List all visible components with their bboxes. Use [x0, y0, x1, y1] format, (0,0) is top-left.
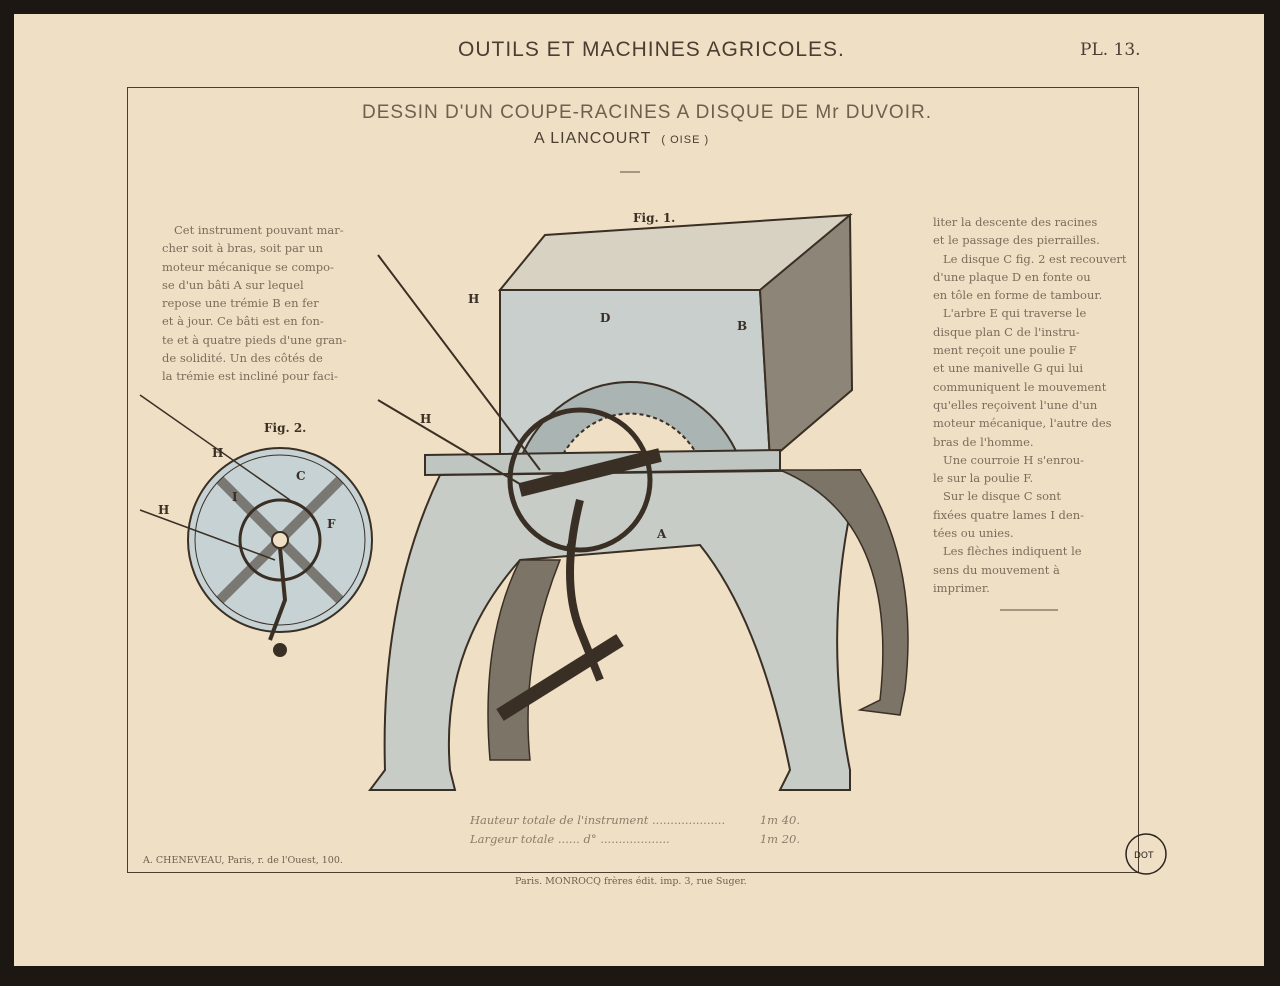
- left-description: Cet instrument pouvant mar- cher soit à …: [162, 221, 377, 386]
- label-g: G: [566, 540, 577, 554]
- text-line: et une manivelle G qui lui: [933, 361, 1084, 376]
- text-line: Une courroie H s'enrou-: [943, 452, 1085, 467]
- text-line: le sur la poulie F.: [933, 471, 1034, 486]
- publisher-credit: Paris. MONROCQ frères édit. imp. 3, rue …: [515, 876, 747, 887]
- dimension-label: Largeur totale ...... d° ...............…: [470, 832, 670, 846]
- text-line: repose une trémie B en fer: [162, 296, 319, 311]
- dimension-height: Hauteur totale de l'instrument .........…: [470, 811, 800, 830]
- text-line: et à jour. Ce bâti est en fon-: [162, 314, 324, 329]
- stamp-text: DOT: [1134, 851, 1154, 861]
- text-line: tées ou unies.: [933, 526, 1014, 541]
- label-d: D: [600, 311, 611, 325]
- text-line: ment reçoit une poulie F: [933, 343, 1077, 358]
- text-line: d'une plaque D en fonte ou: [933, 269, 1091, 284]
- text-line: qu'elles reçoivent l'une d'un: [933, 397, 1098, 412]
- plate-title: DESSIN D'UN COUPE-RACINES A DISQUE DE Mr…: [362, 102, 932, 123]
- text-line: cher soit à bras, soit par un: [162, 241, 323, 256]
- text-line: disque plan C de l'instru-: [933, 324, 1080, 339]
- library-stamp: DOT: [1125, 833, 1167, 875]
- department: ( OISE ): [661, 134, 710, 146]
- text-line: Cet instrument pouvant mar-: [174, 223, 344, 237]
- text-line: te et à quatre pieds d'une gran-: [162, 332, 347, 347]
- label-b: B: [737, 319, 748, 333]
- plate-frame: [127, 87, 1139, 873]
- label-h-fig2: H: [212, 446, 224, 460]
- text-line: moteur mécanique se compo-: [162, 259, 334, 274]
- text-line: liter la descente des racines: [933, 215, 1098, 229]
- text-line: se d'un bâti A sur lequel: [162, 277, 304, 292]
- text-line: de solidité. Un des côtés de: [162, 351, 323, 366]
- dimension-value: 1m 40.: [759, 813, 800, 827]
- plate-subtitle: A LIANCOURT ( OISE ): [534, 130, 709, 148]
- label-h-2: H: [420, 412, 432, 426]
- label-f: F: [327, 517, 336, 531]
- fig1-caption: Fig. 1.: [633, 211, 676, 225]
- label-e: E: [524, 481, 534, 495]
- text-line: et le passage des pierrailles.: [933, 233, 1100, 248]
- label-i: I: [232, 490, 238, 504]
- fig1-machine-drawing: [368, 212, 909, 791]
- series-title: OUTILS ET MACHINES AGRICOLES.: [458, 38, 845, 61]
- engraver-credit: A. CHENEVEAU, Paris, r. de l'Ouest, 100.: [143, 855, 343, 866]
- dimensions: Hauteur totale de l'instrument .........…: [470, 811, 800, 849]
- text-line: moteur mécanique, l'autre des: [933, 416, 1112, 431]
- label-a: A: [657, 527, 667, 541]
- text-line: fixées quatre lames I den-: [933, 507, 1084, 522]
- text-line: Les flèches indiquent le: [943, 544, 1082, 559]
- text-line: sens du mouvement à: [933, 562, 1060, 577]
- label-c: C: [296, 469, 306, 483]
- text-line: communiquent le mouvement: [933, 379, 1107, 394]
- dimension-label: Hauteur totale de l'instrument .........…: [470, 813, 726, 827]
- text-line: imprimer.: [933, 580, 990, 595]
- plate-number: PL. 13.: [1080, 40, 1141, 60]
- dimension-value: 1m 20.: [759, 832, 800, 846]
- text-line: Sur le disque C sont: [943, 489, 1062, 504]
- text-line: L'arbre E qui traverse le: [943, 306, 1087, 321]
- label-h: H: [468, 292, 480, 306]
- text-line: bras de l'homme.: [933, 434, 1034, 449]
- text-line: Le disque C fig. 2 est recouvert: [943, 251, 1127, 266]
- text-line: en tôle en forme de tambour.: [933, 288, 1103, 303]
- text-line: la trémie est incliné pour faci-: [162, 369, 338, 384]
- label-h-fig2-2: H: [158, 503, 170, 517]
- right-description: liter la descente des racines et le pass…: [933, 213, 1133, 597]
- dimension-width: Largeur totale ...... d° ...............…: [470, 830, 800, 849]
- fig2-disc-drawing: [139, 394, 373, 657]
- fig2-caption: Fig. 2.: [264, 421, 307, 435]
- location: A LIANCOURT: [534, 130, 652, 147]
